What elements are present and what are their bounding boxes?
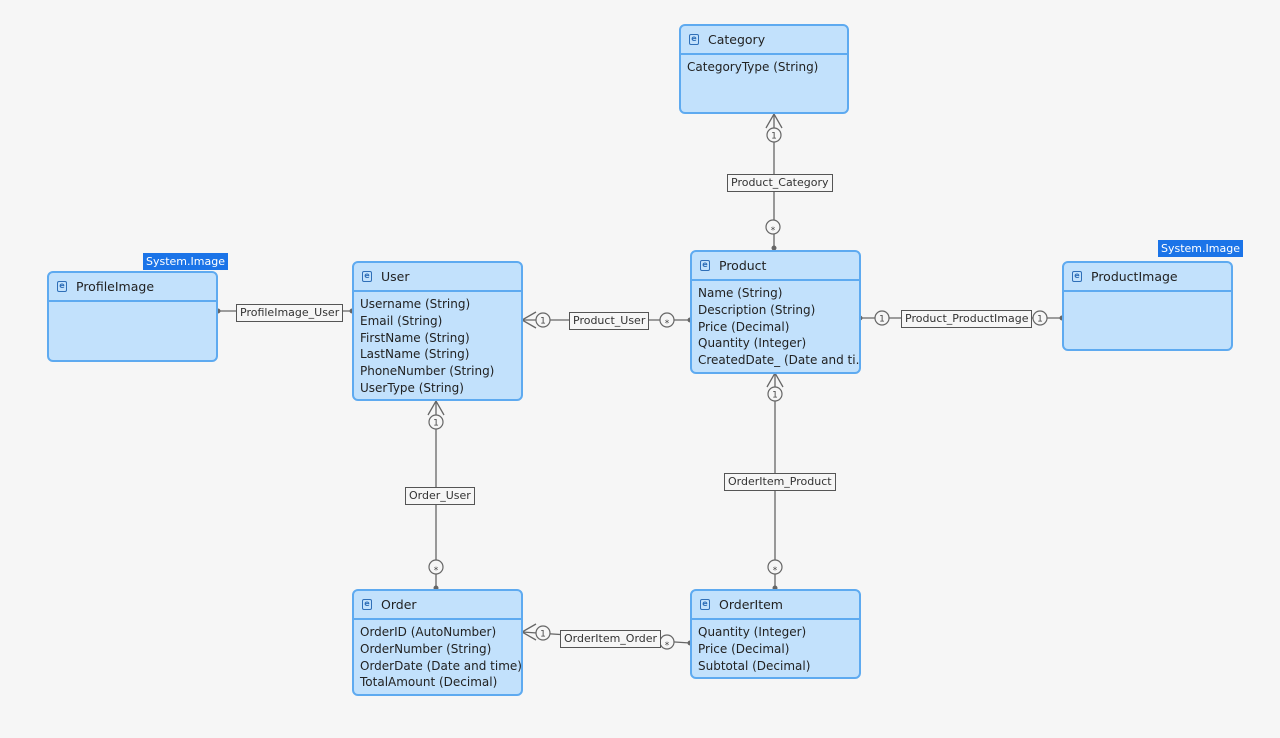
entity-name: ProductImage (1091, 269, 1178, 284)
entity-header: e User (354, 263, 521, 292)
multiplicity-many-label: * (665, 641, 670, 651)
multiplicity-one-label: 1 (1037, 315, 1043, 325)
multiplicity-many-label: * (434, 566, 439, 576)
attribute[interactable]: FirstName (String) (360, 330, 470, 345)
association-orderitem-product[interactable]: OrderItem_Product (724, 473, 836, 491)
entity-icon: e (362, 599, 372, 610)
generalization-badge: System.Image (143, 253, 228, 270)
association-orderitem-order[interactable]: OrderItem_Order (560, 630, 662, 648)
attribute[interactable]: LastName (String) (360, 347, 470, 362)
attribute[interactable]: CreatedDate_ (Date and ti... (698, 353, 859, 368)
entity-name: Category (708, 32, 766, 47)
entity-productimage[interactable]: e ProductImage (1062, 261, 1233, 351)
entity-header: e Product (692, 252, 859, 281)
entity-name: ProfileImage (76, 279, 155, 294)
multiplicity-one-label: 1 (433, 419, 439, 429)
entity-name: Order (381, 597, 417, 612)
entity-icon: e (1072, 271, 1082, 282)
entity-order[interactable]: e Order OrderID (AutoNumber) OrderNumber… (352, 589, 523, 696)
attribute-list: Username (String) Email (String) FirstNa… (354, 292, 521, 401)
order-user-arrow (427, 399, 445, 416)
entity-header: e Category (681, 26, 847, 55)
multiplicity-many-label: * (773, 566, 778, 576)
attribute[interactable]: Quantity (Integer) (698, 336, 807, 351)
multiplicity-one-label: 1 (771, 132, 777, 142)
entity-icon: e (700, 599, 710, 610)
generalization-badge: System.Image (1158, 240, 1243, 257)
attribute[interactable]: OrderDate (Date and time) (360, 658, 521, 673)
attribute[interactable]: TotalAmount (Decimal) (360, 675, 498, 690)
attribute[interactable]: Description (String) (698, 302, 816, 317)
entity-header: e Order (354, 591, 521, 620)
entity-header: e OrderItem (692, 591, 859, 620)
attribute[interactable]: Email (String) (360, 313, 443, 328)
attribute-list: CategoryType (String) (681, 55, 847, 80)
entity-icon: e (700, 260, 710, 271)
multiplicity-many-label: * (665, 319, 670, 329)
attribute[interactable]: Price (Decimal) (698, 319, 790, 334)
multiplicity-many-circle (659, 312, 675, 328)
multiplicity-many-circle (428, 559, 444, 575)
attribute[interactable]: OrderNumber (String) (360, 641, 492, 656)
entity-profileimage[interactable]: e ProfileImage (47, 271, 218, 362)
association-profileimage-user[interactable]: ProfileImage_User (236, 304, 344, 322)
multiplicity-one-label: 1 (879, 315, 885, 325)
multiplicity-one-label: 1 (540, 317, 546, 327)
attribute[interactable]: Name (String) (698, 286, 783, 300)
multiplicity-many-circle (765, 219, 781, 235)
association-order-user[interactable]: Order_User (405, 487, 475, 505)
association-product-user[interactable]: Product_User (569, 312, 650, 330)
attribute[interactable]: Subtotal (Decimal) (698, 658, 811, 673)
multiplicity-one-label: 1 (540, 630, 546, 640)
multiplicity-many-label: * (771, 226, 776, 236)
entity-name: OrderItem (719, 597, 783, 612)
multiplicity-one-circle (535, 312, 551, 328)
entity-name: User (381, 269, 410, 284)
attribute-list: OrderID (AutoNumber) OrderNumber (String… (354, 620, 521, 695)
entity-icon: e (362, 271, 372, 282)
multiplicity-one-circle (767, 386, 783, 402)
entity-icon: e (57, 281, 67, 292)
association-product-category[interactable]: Product_Category (727, 174, 833, 192)
product-category-arrow (765, 112, 783, 129)
entity-user[interactable]: e User Username (String) Email (String) … (352, 261, 523, 401)
multiplicity-many-circle (767, 559, 783, 575)
entity-name: Product (719, 258, 767, 273)
attribute[interactable]: OrderID (AutoNumber) (360, 625, 497, 639)
attribute[interactable]: UserType (String) (360, 380, 464, 395)
attribute[interactable]: PhoneNumber (String) (360, 364, 495, 379)
attribute[interactable]: Price (Decimal) (698, 641, 790, 656)
multiplicity-one-circle (1032, 310, 1048, 326)
attribute[interactable]: CategoryType (String) (687, 60, 819, 74)
association-product-productimage[interactable]: Product_ProductImage (901, 310, 1033, 328)
multiplicity-one-label: 1 (772, 391, 778, 401)
multiplicity-one-circle (874, 310, 890, 326)
multiplicity-one-circle (535, 625, 551, 641)
multiplicity-one-circle (428, 414, 444, 430)
entity-orderitem[interactable]: e OrderItem Quantity (Integer) Price (De… (690, 589, 861, 679)
attribute[interactable]: Username (String) (360, 297, 471, 311)
multiplicity-one-circle (766, 127, 782, 143)
attribute-list: Quantity (Integer) Price (Decimal) Subto… (692, 620, 859, 678)
entity-product[interactable]: e Product Name (String) Description (Str… (690, 250, 861, 374)
entity-header: e ProductImage (1064, 263, 1231, 292)
end-dot (771, 245, 777, 251)
attribute[interactable]: Quantity (Integer) (698, 625, 807, 639)
entity-category[interactable]: e Category CategoryType (String) (679, 24, 849, 114)
entity-header: e ProfileImage (49, 273, 216, 302)
attribute-list: Name (String) Description (String) Price… (692, 281, 859, 373)
entity-icon: e (689, 34, 699, 45)
